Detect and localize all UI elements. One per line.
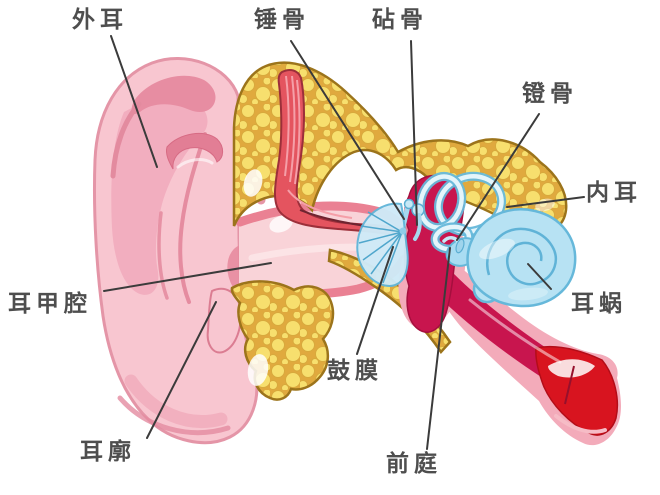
label-malleus: 锤骨: [254, 6, 310, 32]
crus-helix-hook: [166, 132, 224, 170]
leader-concha-cavity: [103, 262, 272, 292]
leader-lines: [103, 35, 585, 450]
leader-incus: [410, 40, 418, 226]
leader-inner-ear: [506, 196, 585, 208]
bell-highlight: [548, 359, 595, 378]
cochlea-spiral: [486, 227, 557, 286]
band-highlight: [468, 298, 562, 364]
bell-bottom-rim: [554, 414, 607, 434]
leader-cochlea: [527, 263, 552, 290]
lobe-edge-line: [117, 395, 231, 436]
antihelix-inner-line: [157, 211, 169, 300]
leader-eardrum: [356, 246, 394, 355]
bone-highlight: [243, 169, 263, 197]
bone-highlight: [269, 215, 293, 233]
label-stapes: 镫骨: [522, 80, 578, 106]
cochlea-highlight: [479, 238, 515, 260]
malleus-head: [403, 198, 415, 210]
leader-malleus: [290, 40, 405, 220]
lobe-shading: [124, 374, 228, 428]
incus-arm: [413, 213, 422, 241]
eardrum-rays: [358, 211, 403, 284]
label-vestibule: 前庭: [386, 450, 442, 476]
label-auricle: 耳廓: [80, 438, 136, 464]
stapes-footplate: [455, 238, 465, 254]
label-concha-cavity: 耳甲腔: [8, 290, 92, 316]
cochlea-highlight: [508, 287, 548, 301]
label-eardrum: 鼓膜: [327, 357, 383, 383]
helix-tail-line: [110, 101, 142, 179]
eardrum-hub: [399, 227, 407, 235]
leader-outer-ear: [110, 35, 158, 168]
bone-highlight: [288, 391, 312, 405]
skull-bone: [230, 61, 568, 405]
label-outer-ear: 外耳: [72, 6, 128, 32]
bone-highlight: [247, 354, 269, 386]
cochlea-shape: [466, 208, 577, 308]
bell-seam: [564, 365, 575, 405]
leader-vestibule: [426, 247, 451, 450]
tube-crimson-band: [429, 268, 566, 382]
inner-ear-group: [415, 171, 577, 308]
label-cochlea: 耳蜗: [571, 290, 627, 316]
label-incus: 砧骨: [372, 6, 428, 32]
label-inner-ear: 内耳: [586, 179, 642, 205]
leader-stapes: [456, 113, 540, 241]
helix-ridge: [131, 75, 216, 115]
leader-auricle: [146, 301, 217, 439]
hook-highlight: [176, 158, 214, 169]
